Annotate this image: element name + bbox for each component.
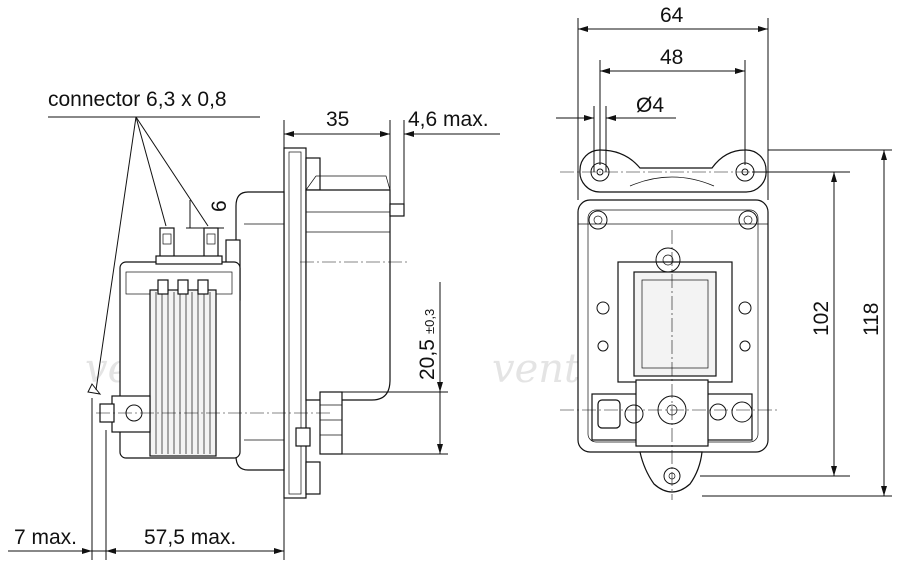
bottom-mounting-tab bbox=[639, 451, 703, 493]
dim-35: 35 bbox=[326, 108, 349, 131]
lower-screw-right bbox=[731, 401, 753, 423]
front-dimensions bbox=[556, 18, 892, 497]
motor-coil bbox=[149, 289, 217, 457]
connector-label: connector 6,3 x 0,8 bbox=[48, 88, 227, 111]
screw-mid-right bbox=[738, 301, 752, 315]
top-mounting-plate bbox=[579, 149, 767, 193]
gearbox-body bbox=[305, 189, 391, 401]
dim-118: 118 bbox=[860, 303, 883, 336]
stator-housing bbox=[235, 191, 285, 471]
side-view bbox=[48, 116, 410, 499]
rotor-boss bbox=[655, 247, 681, 273]
spigot bbox=[319, 391, 343, 455]
dim-57-5-max: 57,5 max. bbox=[144, 526, 236, 549]
dim-20-5-tolerance: ±0,3 bbox=[422, 309, 437, 334]
screw-top-right bbox=[738, 210, 758, 230]
dim-diameter-4: Ø4 bbox=[636, 94, 664, 117]
rear-bearing bbox=[111, 395, 151, 433]
flange-boss-bottom bbox=[305, 461, 321, 495]
dim-48: 48 bbox=[660, 46, 683, 69]
dim-6: 6 bbox=[208, 200, 231, 212]
flange-stud bbox=[295, 427, 311, 447]
output-shaft bbox=[389, 203, 405, 217]
side-dimensions bbox=[8, 120, 500, 560]
flange-boss-top bbox=[305, 157, 321, 191]
dim-64: 64 bbox=[660, 4, 684, 27]
dim-102: 102 bbox=[810, 301, 833, 336]
coil-winding bbox=[155, 292, 211, 454]
front-view bbox=[560, 149, 780, 500]
dim-20-5: 20,5 bbox=[416, 339, 439, 380]
dim-4-6-max: 4,6 max. bbox=[408, 108, 489, 131]
front-coil bbox=[633, 271, 717, 377]
screw-top-left bbox=[588, 210, 608, 230]
screw-mid-left bbox=[596, 301, 610, 315]
lower-terminal-left bbox=[597, 399, 621, 429]
dim-7-max: 7 max. bbox=[14, 526, 77, 549]
